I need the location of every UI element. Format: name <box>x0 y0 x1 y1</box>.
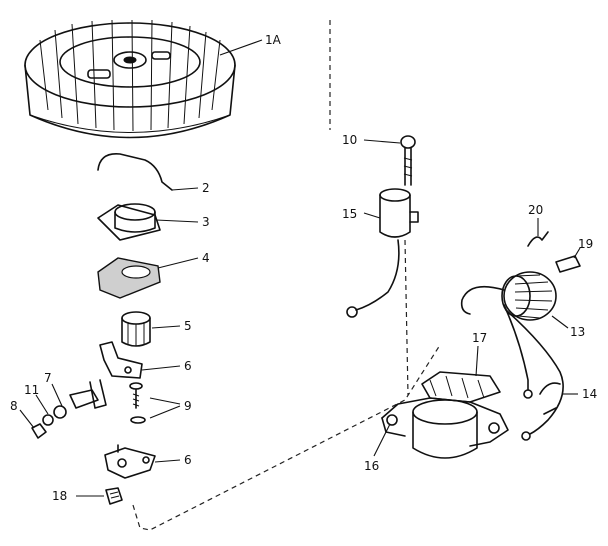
screw-part-9 <box>129 382 146 424</box>
label-11: 11 <box>24 383 39 397</box>
gasket-part-4 <box>97 257 161 299</box>
label-4: 4 <box>202 251 210 265</box>
label-10: 10 <box>342 133 357 147</box>
label-6-upper: 6 <box>184 359 192 373</box>
leader-5 <box>151 325 181 329</box>
label-3: 3 <box>202 215 210 229</box>
label-5: 5 <box>184 319 192 333</box>
label-7: 7 <box>44 371 52 385</box>
screw-part-10 <box>400 135 416 186</box>
breaker-box-part-16-17 <box>381 371 509 459</box>
leader-10 <box>363 139 401 144</box>
lead-wire-part-14 <box>505 309 564 441</box>
leader-13 <box>551 315 569 329</box>
label-9: 9 <box>184 399 192 413</box>
breaker-arm-part-6-upper <box>89 341 143 409</box>
leader-6-upper <box>141 365 181 371</box>
leader-16 <box>373 423 391 457</box>
leader-6-lower <box>154 459 181 463</box>
leader-19 <box>573 247 581 259</box>
leader-8 <box>19 409 35 429</box>
leader-3 <box>155 219 199 223</box>
leader-9a <box>149 397 181 405</box>
leader-15 <box>363 212 381 219</box>
label-20: 20 <box>528 203 543 217</box>
label-14: 14 <box>582 387 597 401</box>
wire-clip-part-20 <box>527 231 549 247</box>
label-19: 19 <box>578 237 593 251</box>
spring-clip-part-2 <box>97 153 173 191</box>
label-1a: 1A <box>265 33 282 47</box>
assembly-dashed-line-main <box>132 344 441 531</box>
dust-cover-part-3 <box>97 203 161 241</box>
leader-7 <box>51 383 63 407</box>
label-13: 13 <box>570 325 585 339</box>
leader-2 <box>171 187 199 191</box>
label-8: 8 <box>10 399 18 413</box>
leader-17 <box>475 345 479 377</box>
label-15: 15 <box>342 207 357 221</box>
label-17: 17 <box>472 331 487 345</box>
label-2: 2 <box>202 181 210 195</box>
ground-clip-part-19 <box>555 255 581 273</box>
breaker-point-part-6-lower <box>104 444 156 479</box>
assembly-dashed-line-vertical <box>404 239 409 396</box>
coil-part-13 <box>460 271 557 399</box>
leader-11 <box>35 394 49 415</box>
bushing-part-5 <box>121 311 151 347</box>
label-6-lower: 6 <box>184 453 192 467</box>
label-16: 16 <box>364 459 379 473</box>
leader-9b <box>149 405 181 419</box>
leader-1a <box>219 39 263 56</box>
leader-4 <box>157 257 199 269</box>
label-18: 18 <box>52 489 67 503</box>
condenser-part-15 <box>346 188 419 318</box>
flywheel-part-1a <box>24 19 236 139</box>
terminal-assembly-parts-7-8-11 <box>31 389 99 439</box>
felt-part-18 <box>105 487 123 505</box>
